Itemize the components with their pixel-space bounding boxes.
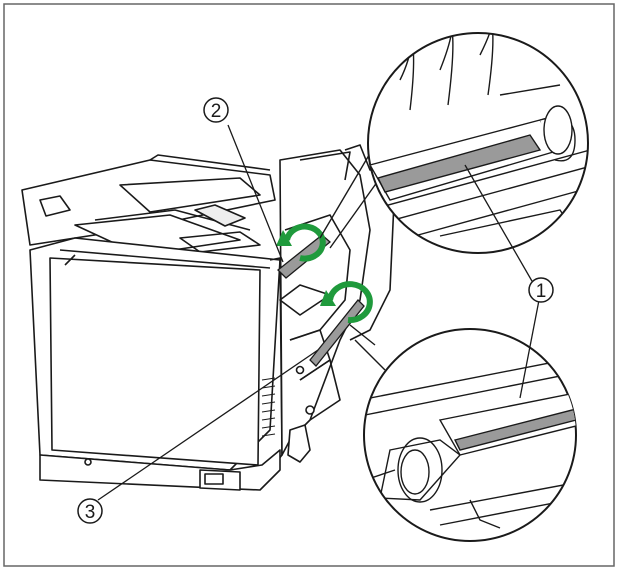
callout-3: 3 [77, 498, 103, 524]
zoom-circle-upper [367, 32, 589, 254]
scanner-body [21, 144, 396, 491]
rotate-arrow-icon [320, 281, 373, 324]
callout-leaders [97, 124, 541, 501]
callout-label-1: 1 [536, 281, 547, 302]
callout-2: 2 [203, 97, 229, 123]
callout-label-2: 2 [211, 101, 222, 122]
rotate-arrow-icon [276, 223, 326, 262]
callout-label-3: 3 [85, 502, 96, 523]
callout-1: 1 [528, 277, 554, 303]
zoom-leader-lines [319, 144, 386, 371]
lower-roller-in-scanner [309, 299, 365, 367]
